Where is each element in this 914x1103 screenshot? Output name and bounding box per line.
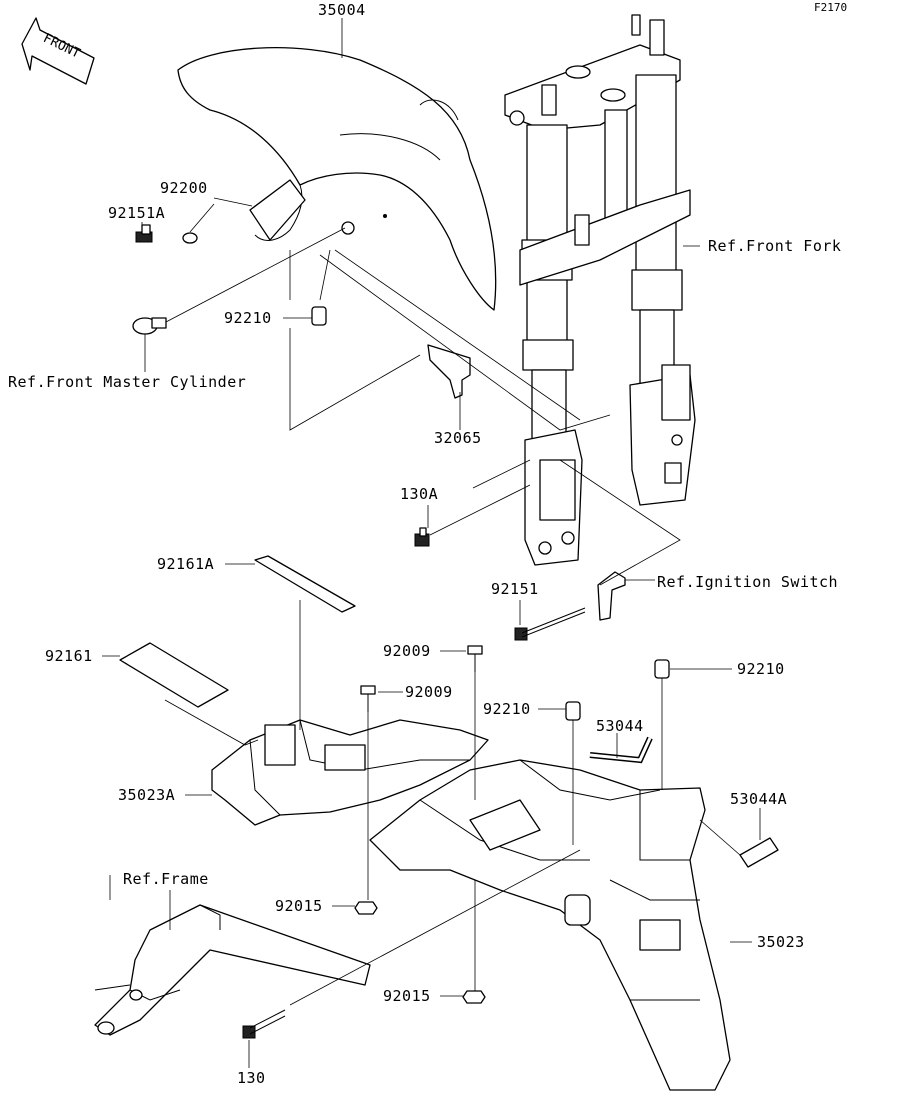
label-92015-a: 92015: [275, 897, 323, 915]
screw-92009-b: [360, 685, 376, 712]
label-53044: 53044: [596, 717, 644, 735]
inner-fender-35023A: [211, 719, 489, 826]
ignition-switch-bracket: [597, 571, 626, 621]
label-92210-right: 92210: [737, 660, 785, 678]
screw-92009-a: [467, 645, 483, 672]
clip-92210-mid: [565, 701, 581, 721]
bolt-130A: [414, 527, 430, 547]
label-32065: 32065: [434, 429, 482, 447]
label-92161: 92161: [45, 647, 93, 665]
ref-ignition-switch: Ref.Ignition Switch: [657, 573, 838, 591]
bracket-32065: [427, 344, 471, 399]
leader-lines-upper: [141, 18, 700, 625]
label-92210-mid: 92210: [483, 700, 531, 718]
front-arrow-icon: FRONT: [21, 17, 95, 85]
leader-lines-lower: [102, 563, 761, 1068]
label-130A: 130A: [400, 485, 438, 503]
bolt-92151A: [135, 224, 153, 243]
seal-92161: [119, 642, 229, 708]
frame-section: [94, 904, 371, 1036]
label-53044A: 53044A: [730, 790, 787, 808]
ref-front-fork: Ref.Front Fork: [708, 237, 841, 255]
label-35023: 35023: [757, 933, 805, 951]
clip-92210-right: [654, 659, 670, 679]
hose-53044: [589, 736, 653, 764]
grommet-53044A: [739, 837, 779, 868]
label-92151A: 92151A: [108, 204, 165, 222]
label-35023A: 35023A: [118, 786, 175, 804]
label-130: 130: [237, 1069, 266, 1087]
label-92151: 92151: [491, 580, 539, 598]
bolt-92151: [514, 607, 586, 641]
label-92015-b: 92015: [383, 987, 431, 1005]
nut-92015-b: [462, 990, 486, 1004]
rear-fender-35023: [369, 759, 731, 1091]
label-92210-top: 92210: [224, 309, 272, 327]
front-fork-assembly: [504, 14, 696, 566]
clip-92210-top: [311, 306, 327, 326]
label-92200: 92200: [160, 179, 208, 197]
washer-92200: [182, 232, 198, 244]
label-92009-a: 92009: [383, 642, 431, 660]
ref-front-master-cylinder: Ref.Front Master Cylinder: [8, 373, 246, 391]
diagram-code: F2170: [814, 1, 847, 14]
master-cylinder-fitting: [132, 317, 167, 335]
bolt-130: [242, 1009, 286, 1039]
label-35004: 35004: [318, 1, 366, 19]
nut-92015-a: [354, 901, 378, 915]
ref-frame: Ref.Frame: [123, 870, 209, 888]
label-92161A: 92161A: [157, 555, 214, 573]
front-fender: [177, 47, 497, 311]
seal-92161A: [254, 555, 356, 613]
label-92009-b: 92009: [405, 683, 453, 701]
